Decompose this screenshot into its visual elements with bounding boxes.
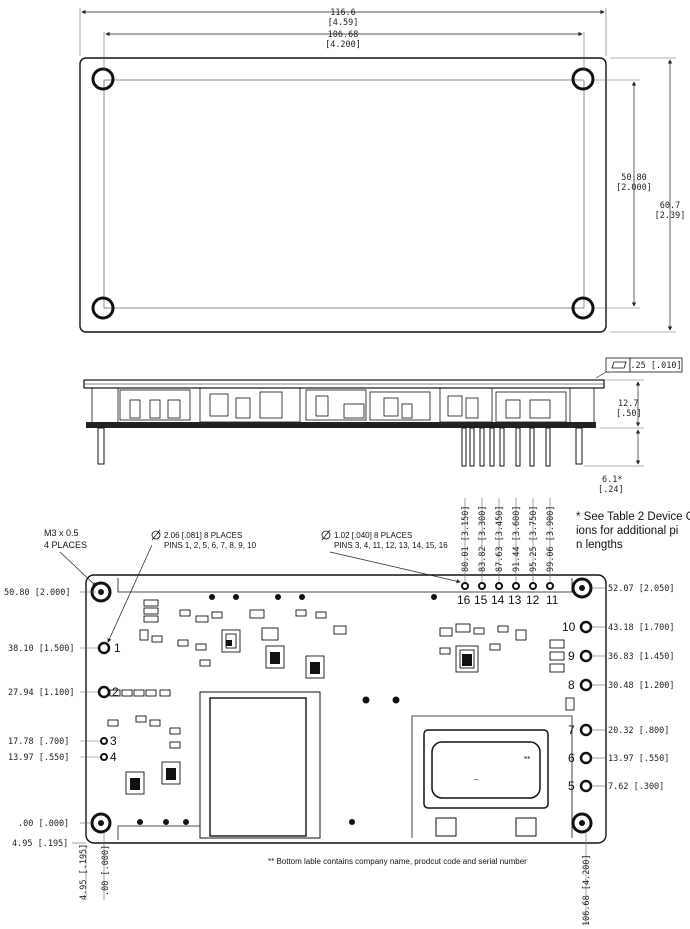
dim-height: 12.7 (618, 399, 638, 409)
mounting-hole-icon (91, 67, 595, 320)
flatness-icon (611, 361, 627, 369)
bottom-dim: .00 [.000] (101, 845, 111, 896)
diameter-icon (151, 530, 161, 540)
dim-height-in: [.50] (616, 409, 642, 419)
dim-hole-span-height-in: [2.000] (616, 183, 652, 193)
bottom-extension-lines (85, 832, 587, 925)
right-pins (579, 620, 593, 793)
left-dim: 50.80 [2.000] (4, 588, 71, 598)
dim-hole-span-width-in: [4.200] (325, 40, 361, 50)
right-dim: 43.18 [1.700] (608, 623, 675, 633)
chip-icons (130, 640, 472, 790)
right-pin-label: 10 (562, 620, 576, 634)
top-pin-label: 11 (546, 593, 559, 607)
left-pins (97, 641, 111, 761)
hole-pattern-box (103, 79, 585, 309)
left-dim: 27.94 [1.100] (8, 688, 75, 698)
right-dim: 7.62 [.300] (608, 782, 664, 792)
circuit-components (107, 599, 575, 795)
components-side (91, 387, 595, 427)
label-dash: – (474, 775, 479, 784)
pins-side (461, 427, 583, 467)
left-pin-label: 3 (110, 734, 117, 748)
label-marker: ** (524, 755, 530, 764)
bottom-view-outline (85, 574, 607, 844)
left-dim: 38.10 [1.500] (8, 644, 75, 654)
hole-small-dia: 1.02 [.040] 8 PLACES (334, 531, 412, 540)
side-view: .25 [.010] 12.7 [.50] 6.1* [.24] (83, 357, 683, 495)
top-pin-dim: 99.06 [3.900] (546, 505, 556, 572)
right-extension-lines (592, 587, 606, 787)
hole-large-dia: 2.06 [.081] 8 PLACES (164, 531, 242, 540)
dim-pin-length: 6.1* (602, 475, 622, 485)
mount-note-line2: 4 PLACES (44, 540, 87, 550)
dim-overall-width: 116.6 (330, 8, 356, 18)
mounting-hole-icon (90, 577, 593, 834)
top-pins (461, 582, 554, 590)
right-pin-label: 5 (568, 779, 575, 793)
top-pin-label: 13 (508, 593, 522, 607)
right-pin-label: 6 (568, 751, 575, 765)
via-dots (137, 594, 437, 825)
right-dim: 13.97 [.550] (608, 754, 669, 764)
left-dim: .00 [.000] (18, 819, 69, 829)
dim-hole-span-width: 106.68 (328, 30, 359, 40)
dim-overall-width-in: [4.59] (328, 18, 359, 28)
left-dim: 17.78 [.700] (8, 737, 69, 747)
top-view: 116.6 [4.59] 106.68 [4.200] 50.80 [2.000… (79, 8, 686, 333)
left-dim: 13.97 [.550] (8, 753, 69, 763)
right-pin-label: 8 (568, 678, 575, 692)
dim-overall-height: 60.7 (660, 201, 680, 211)
top-pin-dim: 91.44 [3.600] (512, 505, 522, 572)
mount-note-line1: M3 x 0.5 (44, 528, 79, 538)
top-pin-label: 12 (526, 593, 540, 607)
top-pin-label: 14 (491, 593, 505, 607)
top-pin-dim: 83.82 [3.300] (478, 505, 488, 572)
top-pin-label: 16 (457, 593, 471, 607)
left-dim: 4.95 [.195] (12, 839, 68, 849)
right-dim: 30.48 [1.200] (608, 681, 675, 691)
left-extension-lines (72, 591, 100, 844)
hole-large-pins: PINS 1, 2, 5, 6, 7, 8, 9, 10 (164, 541, 257, 550)
bottom-view: ** – (4, 498, 675, 926)
footnote: ** Bottom lable contains company name, p… (268, 857, 527, 866)
top-pin-dim: 95.25 [3.750] (529, 505, 539, 572)
top-pin-label: 15 (474, 593, 488, 607)
left-pin-label: 4 (110, 750, 117, 764)
left-pin-label: 1 (114, 641, 121, 655)
hole-small-pins: PINS 3, 4, 11, 12, 13, 14, 15, 16 (334, 541, 448, 550)
dim-pin-length-in: [.24] (598, 485, 624, 495)
right-dim: 20.32 [.800] (608, 726, 669, 736)
flatness-value: .25 [.010] (630, 361, 681, 371)
top-pin-dim: 87.63 [3.450] (495, 505, 505, 572)
right-pin-label: 9 (568, 649, 575, 663)
top-view-outline (79, 57, 607, 333)
bottom-dim: 4.95 [.195] (79, 844, 89, 900)
diameter-icon (321, 530, 331, 540)
right-dim: 36.83 [1.450] (608, 652, 675, 662)
label-area (423, 729, 549, 809)
bottom-dim: 106.68 [4.200] (582, 854, 592, 926)
top-pin-extension-lines (464, 498, 551, 582)
right-dim: 52.07 [2.050] (608, 584, 675, 594)
dim-hole-span-height: 50.80 (621, 173, 647, 183)
right-pin-label: 7 (568, 723, 575, 737)
pcb-edge (86, 422, 596, 428)
dim-overall-height-in: [2.39] (655, 211, 686, 221)
transformer-outline (199, 691, 321, 839)
pin-length-note: * See Table 2 Device Opt ions for additi… (576, 511, 690, 551)
top-pin-dim: 80.01 [3.150] (461, 505, 471, 572)
left-pin-label: 2 (112, 685, 119, 699)
